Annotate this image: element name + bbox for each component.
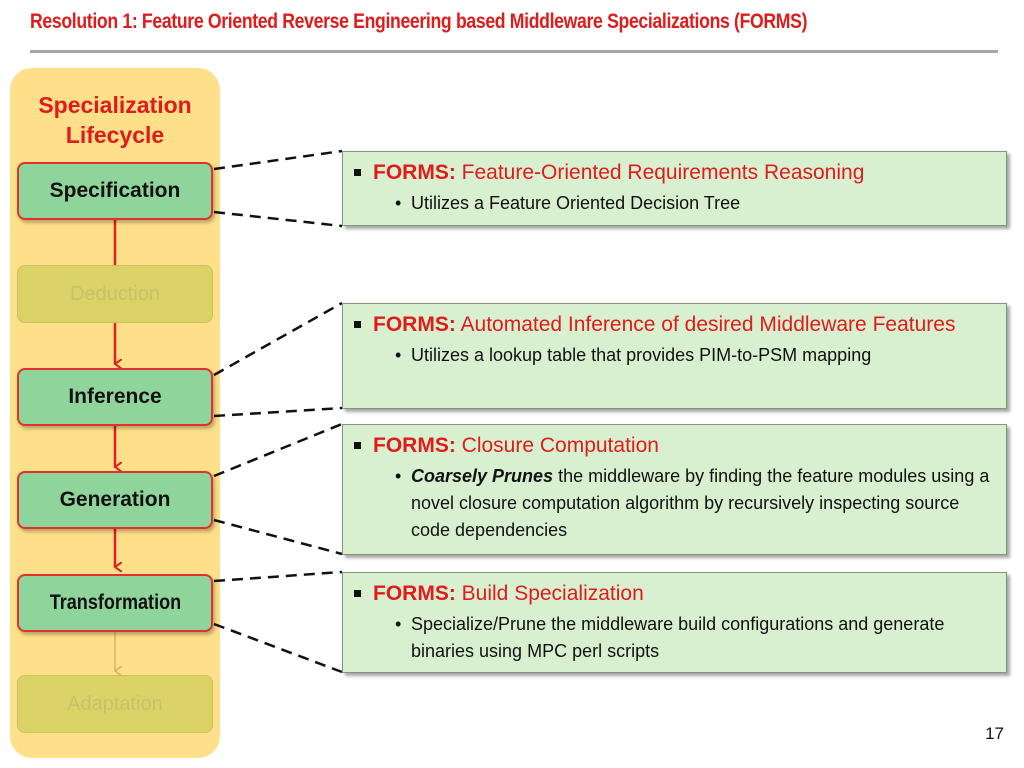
bullet-dot-icon: • xyxy=(395,193,402,213)
stage-specification: Specification xyxy=(17,162,213,220)
bullet-dot-icon: • xyxy=(395,345,402,365)
box-automated-inference: FORMS: Automated Inference of desired Mi… xyxy=(342,303,1007,409)
stage-transformation: Transformation xyxy=(17,574,213,632)
lifecycle-title-line2: Lifecycle xyxy=(65,122,165,148)
box-closure-computation: FORMS: Closure Computation • Coarsely Pru… xyxy=(342,424,1007,555)
title-prefix: Resolution 1: xyxy=(30,10,138,33)
box-build-specialization: FORMS: Build Specialization • Specialize/… xyxy=(342,572,1007,673)
callout-transformation-top xyxy=(213,570,343,583)
stage-generation: Generation xyxy=(17,471,213,529)
box-heading-text: Feature-Oriented Requirements Reasoning xyxy=(455,161,865,184)
stage-deduction: Deduction xyxy=(17,265,213,323)
box-subpoint-text: Utilizes a lookup table that provides PI… xyxy=(411,345,872,365)
box-subpoint-text: Specialize/Prune the middleware build co… xyxy=(411,614,945,661)
stage-deduction-label: Deduction xyxy=(69,282,161,305)
box-subpoint: • Coarsely Prunes the middleware by findi… xyxy=(353,463,996,544)
callout-inference-top xyxy=(213,301,343,377)
box-subpoint-text: Utilizes a Feature Oriented Decision Tre… xyxy=(411,193,741,213)
box-heading-text: Build Specialization xyxy=(455,582,644,605)
box-requirements-reasoning: FORMS: Feature-Oriented Requirements Rea… xyxy=(342,151,1007,226)
forms-label: FORMS: xyxy=(373,313,456,336)
callout-spec-top xyxy=(213,149,343,171)
stage-inference-label: Inference xyxy=(68,385,162,408)
box-heading: FORMS: Build Specialization xyxy=(353,579,996,609)
forms-label: FORMS: xyxy=(373,582,456,605)
page-number: 17 xyxy=(985,724,1004,743)
stage-specification-label: Specification xyxy=(49,179,181,202)
box-heading-text: Closure Computation xyxy=(455,434,659,457)
slide-title: Resolution 1: Feature Oriented Reverse E… xyxy=(30,10,853,34)
box-heading: FORMS: Closure Computation xyxy=(353,431,996,461)
title-divider xyxy=(30,50,998,53)
stage-transformation-label: Transformation xyxy=(49,591,181,614)
callout-generation-top xyxy=(213,422,343,478)
lifecycle-title-line1: Specialization xyxy=(38,92,192,118)
callout-generation-bottom xyxy=(213,518,343,556)
box-subpoint: • Utilizes a lookup table that provides P… xyxy=(353,342,996,369)
bullet-dot-icon: • xyxy=(395,614,402,634)
stage-adaptation-label: Adaptation xyxy=(67,692,163,715)
stage-generation-label: Generation xyxy=(59,488,171,511)
callout-spec-bottom xyxy=(213,210,343,228)
title-rest: Feature Oriented Reverse Engineering bas… xyxy=(137,10,808,33)
box-subpoint: • Utilizes a Feature Oriented Decision Tr… xyxy=(353,190,996,217)
square-bullet-icon xyxy=(354,321,361,328)
callout-inference-bottom xyxy=(213,406,343,418)
lifecycle-title: Specialization Lifecycle xyxy=(10,90,220,150)
box-heading: FORMS: Automated Inference of desired Mi… xyxy=(353,310,996,340)
callout-transformation-bottom xyxy=(213,622,343,674)
square-bullet-icon xyxy=(354,590,361,597)
box-subpoint-text: the middleware by finding the feature mo… xyxy=(411,466,990,540)
forms-label: FORMS: xyxy=(373,434,456,457)
stage-inference: Inference xyxy=(17,368,213,426)
bullet-dot-icon: • xyxy=(395,466,402,486)
forms-label: FORMS: xyxy=(373,161,456,184)
box-heading-text: Automated Inference of desired Middlewar… xyxy=(455,313,956,336)
stage-adaptation: Adaptation xyxy=(17,675,213,733)
square-bullet-icon xyxy=(354,169,361,176)
box-heading: FORMS: Feature-Oriented Requirements Rea… xyxy=(353,158,996,188)
box-subpoint-emphasis: Coarsely Prunes xyxy=(411,466,554,486)
box-subpoint: • Specialize/Prune the middleware build c… xyxy=(353,611,996,665)
square-bullet-icon xyxy=(354,442,361,449)
